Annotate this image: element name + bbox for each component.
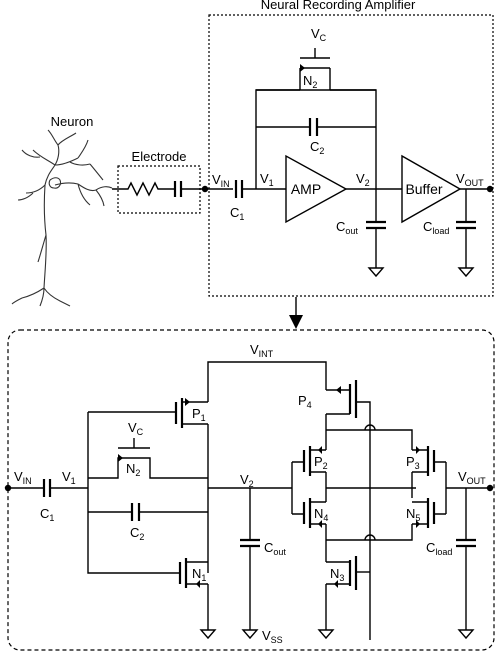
p2-transistor bbox=[302, 440, 327, 498]
bottom-vint-label: VINT bbox=[250, 342, 274, 359]
top-cout-label: Cout bbox=[336, 219, 358, 236]
bottom-c1-capacitor bbox=[42, 479, 52, 497]
top-vin-label: VIN bbox=[212, 172, 230, 189]
top-vout-label: VOUT bbox=[456, 171, 484, 188]
p3-label: P3 bbox=[406, 454, 420, 471]
bottom-cload-capacitor bbox=[456, 538, 476, 548]
bottom-ground-icon-3 bbox=[317, 629, 335, 640]
top-ground-icon-2 bbox=[457, 267, 475, 278]
top-v1-label: V1 bbox=[260, 171, 274, 188]
buffer-triangle bbox=[401, 154, 462, 224]
bottom-block: VINT VIN C1 V1 P1 bbox=[4, 329, 495, 651]
bottom-v2-label: V2 bbox=[240, 472, 254, 489]
n1-transistor bbox=[178, 558, 209, 630]
buffer-label: Buffer bbox=[405, 181, 442, 197]
bottom-ground-icon-1 bbox=[199, 629, 217, 640]
amp-triangle bbox=[285, 154, 348, 224]
amplifier-title: Neural Recording Amplifier bbox=[261, 0, 416, 12]
n3-transistor bbox=[325, 540, 370, 630]
electrode-label: Electrode bbox=[132, 149, 187, 164]
top-c1-capacitor bbox=[234, 180, 244, 198]
bottom-cload-label: Cload bbox=[426, 540, 452, 557]
n3-label: N3 bbox=[330, 566, 344, 583]
n1-label: N1 bbox=[192, 566, 206, 583]
n5-label: N5 bbox=[406, 506, 420, 523]
top-cload-label: Cload bbox=[423, 219, 449, 236]
neuron-icon bbox=[11, 129, 113, 307]
top-c2-label: C2 bbox=[310, 139, 324, 156]
electrode-capacitor bbox=[173, 181, 205, 197]
p4-label: P4 bbox=[298, 393, 312, 410]
top-ground-icon-1 bbox=[367, 267, 385, 278]
p2-label: P2 bbox=[314, 454, 328, 471]
p4-transistor bbox=[325, 380, 371, 640]
bottom-vout-label: VOUT bbox=[458, 469, 486, 486]
top-n2-transistor bbox=[256, 48, 376, 91]
bottom-n2-label: N2 bbox=[126, 461, 140, 478]
bottom-vc-label: VC bbox=[128, 420, 144, 437]
top-cload-capacitor bbox=[456, 220, 476, 230]
electrode-resistor bbox=[112, 181, 175, 197]
top-v2-label: V2 bbox=[356, 171, 370, 188]
top-c1-label: C1 bbox=[230, 205, 244, 222]
top-cout-capacitor bbox=[366, 220, 386, 230]
n5-transistor bbox=[411, 498, 436, 530]
bottom-v1-label: V1 bbox=[62, 469, 76, 486]
bottom-ground-icon-4 bbox=[457, 629, 475, 640]
p3-transistor bbox=[411, 440, 436, 498]
bottom-ground-icon-2 bbox=[241, 629, 259, 640]
p1-transistor bbox=[88, 398, 209, 573]
n4-transistor bbox=[302, 498, 327, 540]
bottom-c1-label: C1 bbox=[40, 506, 54, 523]
bottom-vss-label: VSS bbox=[262, 628, 283, 645]
top-vc-label: VC bbox=[311, 26, 327, 43]
bottom-cout-label: Cout bbox=[264, 540, 286, 557]
bottom-n2-transistor bbox=[88, 438, 208, 479]
amp-label: AMP bbox=[291, 181, 321, 197]
top-n2-label: N2 bbox=[303, 73, 317, 90]
bottom-cout-capacitor bbox=[240, 538, 260, 548]
bottom-vin-label: VIN bbox=[14, 469, 32, 486]
p1-label: P1 bbox=[192, 406, 206, 423]
n4-label: N4 bbox=[314, 506, 328, 523]
bottom-c2-capacitor bbox=[130, 503, 141, 521]
top-c2-capacitor bbox=[308, 118, 319, 136]
top-block: Neural Recording Amplifier Neuron Electr… bbox=[11, 0, 494, 307]
schematic-box bbox=[7, 329, 495, 651]
bottom-output-node bbox=[486, 484, 494, 492]
neuron-label: Neuron bbox=[51, 114, 94, 129]
bottom-c2-label: C2 bbox=[130, 525, 144, 542]
amplifier-box bbox=[208, 14, 494, 297]
output-node bbox=[486, 185, 494, 193]
